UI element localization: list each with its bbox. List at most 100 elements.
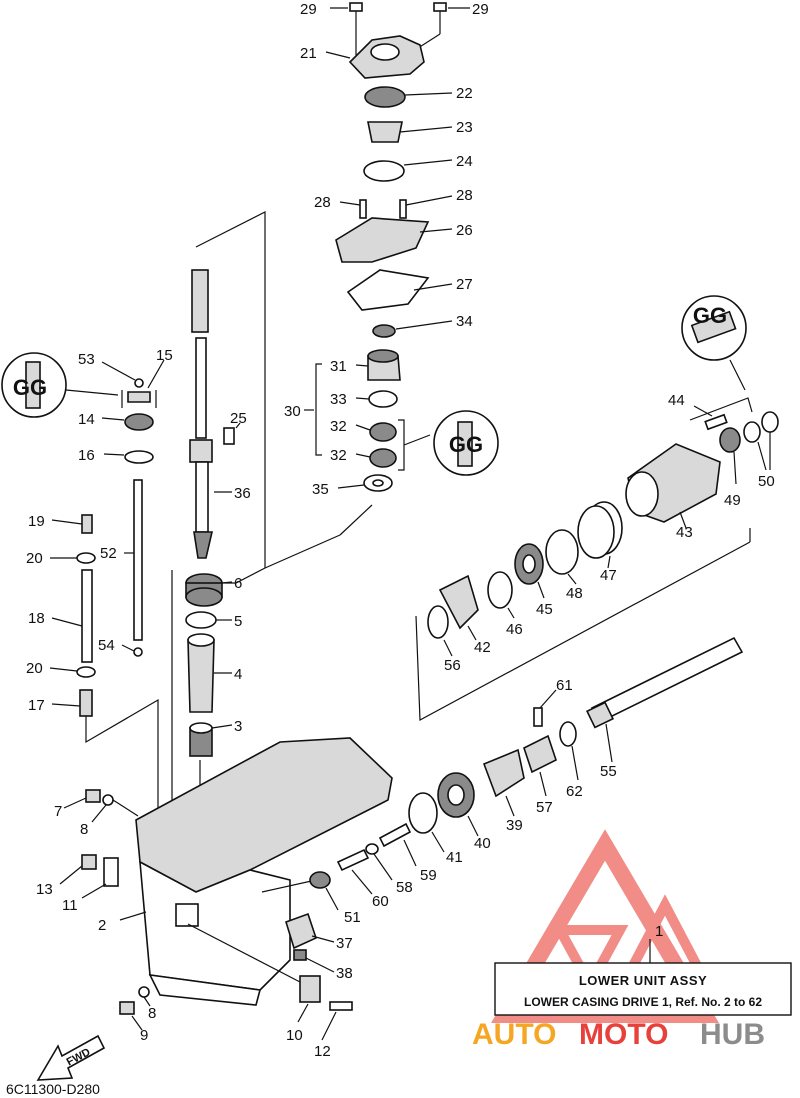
watermark-word-2: MOTO	[579, 1018, 668, 1051]
callout-45: 45	[536, 601, 553, 618]
callout-35: 35	[312, 481, 329, 498]
anode-11	[103, 857, 119, 887]
callout-1: 1	[655, 923, 663, 940]
bolt-12	[329, 1001, 353, 1011]
grease-symbol-a-label: GG	[13, 375, 47, 400]
o-ring-47-b	[577, 505, 615, 559]
bearing-32-upper	[369, 422, 397, 442]
shift-cam-51	[309, 871, 331, 889]
bolt-9	[119, 1001, 135, 1015]
callout-5: 5	[234, 613, 242, 630]
callout-23: 23	[456, 119, 473, 136]
callout-60: 60	[372, 893, 389, 910]
shift-rod-group: GG	[1, 352, 165, 848]
cross-pin-61	[533, 707, 543, 727]
shift-rod-52	[133, 479, 143, 641]
bolt-44	[704, 413, 728, 431]
sleeve-group	[171, 570, 233, 850]
drive-shaft-36	[195, 337, 207, 439]
callout-38: 38	[336, 965, 353, 982]
drive-shaft-spline	[191, 269, 209, 333]
washer-8-upper	[102, 794, 114, 806]
callout-36: 36	[234, 485, 251, 502]
ball-58	[365, 843, 379, 855]
callout-13: 13	[36, 881, 53, 898]
callout-20-upper: 20	[26, 550, 43, 567]
callout-2: 2	[98, 917, 106, 934]
bolt-29-right	[433, 2, 447, 12]
water-pump-group	[325, 2, 470, 338]
dowel-pin-28-right	[399, 199, 407, 219]
callout-34: 34	[456, 313, 473, 330]
callout-8-lower: 8	[148, 1005, 156, 1022]
grease-symbol-c-label: GG	[693, 303, 727, 328]
clamp-20-upper	[76, 552, 96, 564]
fwd-label: FWD	[65, 1046, 93, 1068]
title-block-box	[494, 962, 792, 1016]
watermark-triangle-inner	[551, 925, 629, 996]
anode-10	[299, 975, 321, 1003]
callout-46: 46	[506, 621, 523, 638]
callout-58: 58	[396, 879, 413, 896]
callout-22: 22	[456, 85, 473, 102]
outer-plate-26	[335, 217, 430, 263]
washer-8-lower	[138, 986, 150, 998]
callout-labels: 29 29 21 22 23 24 28 28 26 27 34 31 33 3…	[26, 1, 775, 1060]
bearing-housing-group: GG	[304, 349, 499, 492]
propeller-shaft-55	[590, 636, 744, 724]
ring-5	[185, 611, 217, 629]
callout-26: 26	[456, 222, 473, 239]
callout-31: 31	[330, 358, 347, 375]
callout-12: 12	[314, 1043, 331, 1060]
reverse-gear-39	[482, 748, 525, 798]
shim-41	[408, 792, 438, 834]
dog-clutch-57	[523, 734, 557, 774]
key-25	[223, 427, 235, 445]
lower-casing-top-deck	[135, 737, 393, 893]
callout-29-right: 29	[472, 1, 489, 18]
fwd-arrow-icon	[36, 1034, 106, 1081]
callout-48: 48	[566, 585, 583, 602]
callout-10: 10	[286, 1027, 303, 1044]
callout-21: 21	[300, 45, 317, 62]
clip-54	[133, 647, 143, 657]
title-block: LOWER UNIT ASSY LOWER CASING DRIVE 1, Re…	[494, 939, 792, 1016]
nut-38	[293, 949, 307, 961]
gasket-24	[363, 160, 405, 182]
diagram-code: 6C11300-D280	[6, 1081, 100, 1097]
callout-7: 7	[54, 803, 62, 820]
callout-37: 37	[336, 935, 353, 952]
callout-62: 62	[566, 783, 583, 800]
callout-17: 17	[28, 697, 45, 714]
nipple-17	[79, 689, 93, 717]
seal-50-a	[743, 421, 761, 443]
callout-16: 16	[78, 447, 95, 464]
callout-56: 56	[444, 657, 461, 674]
callout-11: 11	[62, 897, 78, 914]
callout-33: 33	[330, 391, 347, 408]
callout-15: 15	[156, 347, 173, 364]
clip-53	[134, 378, 144, 388]
callout-55: 55	[600, 763, 617, 780]
pump-insert-22	[364, 86, 406, 108]
callout-30: 30	[284, 403, 301, 420]
callout-57: 57	[536, 799, 553, 816]
dowel-pin-28-left	[359, 199, 367, 219]
callout-44: 44	[668, 392, 685, 409]
drive-shaft-group	[189, 211, 373, 584]
hose-18	[81, 569, 93, 663]
callout-27: 27	[456, 276, 473, 293]
callout-53: 53	[78, 351, 95, 368]
callout-50: 50	[758, 473, 775, 490]
sleeve-4	[187, 639, 215, 713]
callout-32-lower: 32	[330, 447, 347, 464]
callout-40: 40	[474, 835, 491, 852]
callout-4: 4	[234, 666, 242, 683]
callout-6: 6	[234, 575, 242, 592]
propeller-shaft-group: GG	[285, 295, 779, 973]
callout-29-left: 29	[300, 1, 317, 18]
shim-48	[545, 529, 579, 575]
callout-51: 51	[344, 909, 361, 926]
callout-28-left: 28	[314, 194, 331, 211]
